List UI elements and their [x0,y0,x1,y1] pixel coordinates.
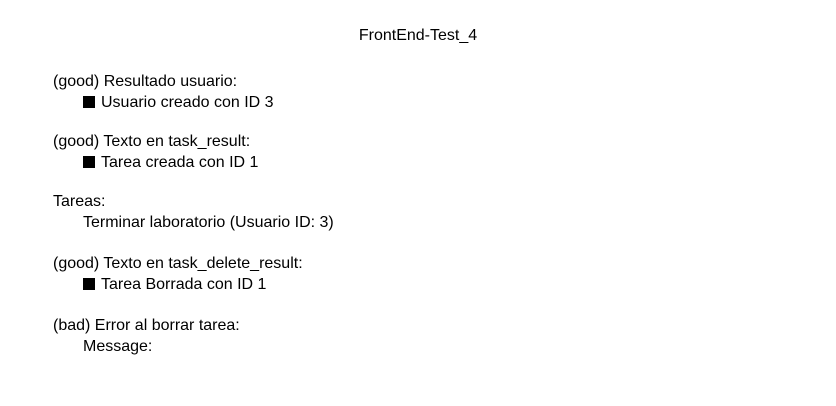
section-heading: Tareas: [53,193,106,210]
section-item-text: Usuario creado con ID 3 [101,94,274,111]
task-delete-result-section: (good) Texto en task_delete_result: Tare… [53,253,816,295]
square-bullet-icon [83,278,95,290]
page-title: FrontEnd-Test_4 [358,27,478,44]
section-heading: (good) Texto en task_result: [53,133,251,150]
delete-error-section: (bad) Error al borrar tarea: Message: [53,315,816,357]
section-item: Message: [53,336,816,357]
section-heading: (bad) Error al borrar tarea: [53,317,240,334]
square-bullet-icon [83,156,95,168]
section-item-text: Terminar laboratorio (Usuario ID: 3) [83,214,334,231]
section-item-text: Tarea Borrada con ID 1 [101,276,267,293]
section-item: Tarea Borrada con ID 1 [53,274,816,295]
section-item-text: Message: [83,338,153,355]
user-result-section: (good) Resultado usuario: Usuario creado… [53,71,816,113]
section-item: Terminar laboratorio (Usuario ID: 3) [53,212,816,233]
section-item: Tarea creada con ID 1 [53,152,816,173]
tasks-section: Tareas: Terminar laboratorio (Usuario ID… [53,191,816,233]
square-bullet-icon [83,96,95,108]
task-result-section: (good) Texto en task_result: Tarea cread… [53,131,816,173]
section-heading: (good) Resultado usuario: [53,73,238,90]
section-item: Usuario creado con ID 3 [53,92,816,113]
section-heading: (good) Texto en task_delete_result: [53,255,303,272]
section-item-text: Tarea creada con ID 1 [101,154,259,171]
